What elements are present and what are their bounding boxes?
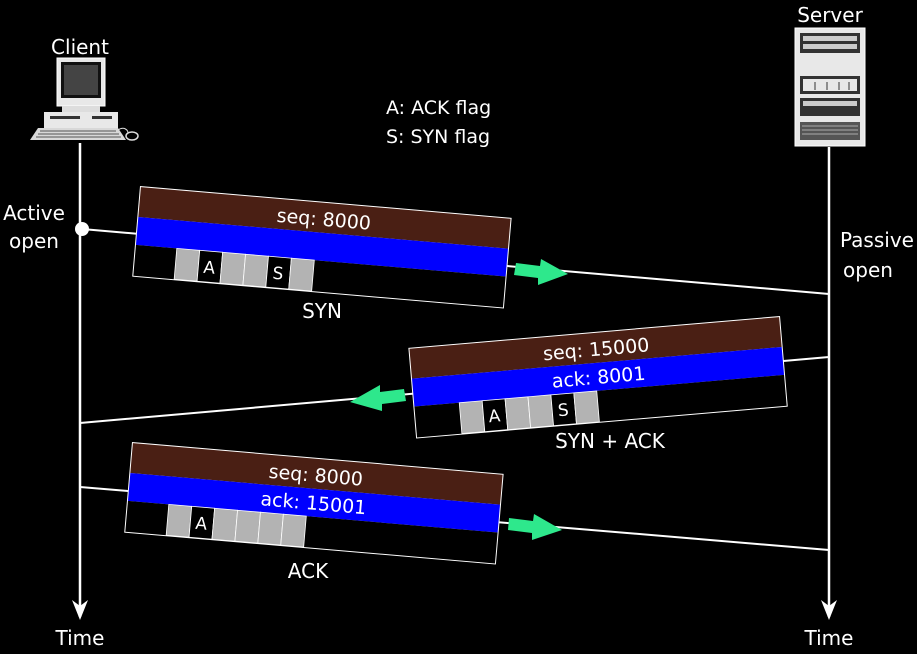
passive-open-label-line1: Passive bbox=[840, 228, 914, 252]
ack-bar bbox=[135, 216, 508, 277]
flag-cell bbox=[458, 400, 486, 435]
flag-cell bbox=[280, 513, 307, 548]
flag-ack-letter: A bbox=[488, 406, 502, 427]
passive-open-label-line2: open bbox=[843, 258, 893, 282]
flag-syn-letter: S bbox=[557, 400, 569, 421]
client-time-arrow-icon bbox=[72, 600, 88, 620]
legend-syn-flag: S: SYN flag bbox=[386, 126, 490, 148]
server-time-label: Time bbox=[804, 626, 854, 650]
flag-cell bbox=[234, 509, 261, 544]
flag-cell bbox=[573, 390, 600, 425]
segment-ack: seq: 8000 ack: 15001 A bbox=[124, 442, 504, 565]
flag-cell bbox=[288, 257, 315, 292]
client-computer-icon bbox=[30, 57, 139, 141]
flag-cells: A S bbox=[458, 390, 600, 435]
flag-ack-letter: A bbox=[203, 258, 217, 279]
flag-ack-letter: A bbox=[195, 514, 209, 535]
segment-syn: seq: 8000 A S bbox=[132, 186, 512, 309]
arrow-left-icon bbox=[350, 385, 406, 411]
flag-cell bbox=[211, 507, 238, 542]
server-label: Server bbox=[797, 3, 863, 27]
flag-cell bbox=[504, 396, 532, 431]
flag-cell bbox=[257, 511, 284, 546]
legend-ack-flag: A: ACK flag bbox=[386, 97, 491, 119]
active-open-label-line2: open bbox=[9, 229, 59, 253]
flag-cell bbox=[165, 503, 193, 538]
client-label: Client bbox=[51, 35, 109, 59]
arrow-right-icon bbox=[514, 259, 568, 285]
server-rack-icon bbox=[794, 27, 866, 147]
flag-cell bbox=[527, 394, 554, 429]
seq-bar bbox=[130, 443, 503, 505]
seq-bar bbox=[138, 187, 511, 249]
client-time-label: Time bbox=[55, 626, 105, 650]
ack-bar bbox=[412, 346, 785, 407]
active-open-label-line1: Active bbox=[3, 201, 65, 225]
ack-bar bbox=[127, 472, 500, 533]
segment-syn-caption: SYN bbox=[302, 299, 342, 323]
seq-bar bbox=[409, 317, 782, 379]
flag-cells: A S bbox=[173, 247, 315, 292]
flag-cell bbox=[242, 253, 269, 288]
server-time-arrow-icon bbox=[821, 600, 837, 620]
flag-cell bbox=[173, 247, 201, 282]
flag-cells: A bbox=[165, 503, 307, 548]
segment-syn-ack-caption: SYN + ACK bbox=[555, 429, 666, 453]
flag-syn-letter: S bbox=[272, 264, 284, 285]
arrow-right-icon bbox=[508, 514, 562, 540]
segment-ack-caption: ACK bbox=[288, 559, 329, 583]
flag-cell bbox=[219, 251, 246, 286]
segment-syn-ack: seq: 15000 ack: 8001 A S bbox=[408, 316, 788, 439]
